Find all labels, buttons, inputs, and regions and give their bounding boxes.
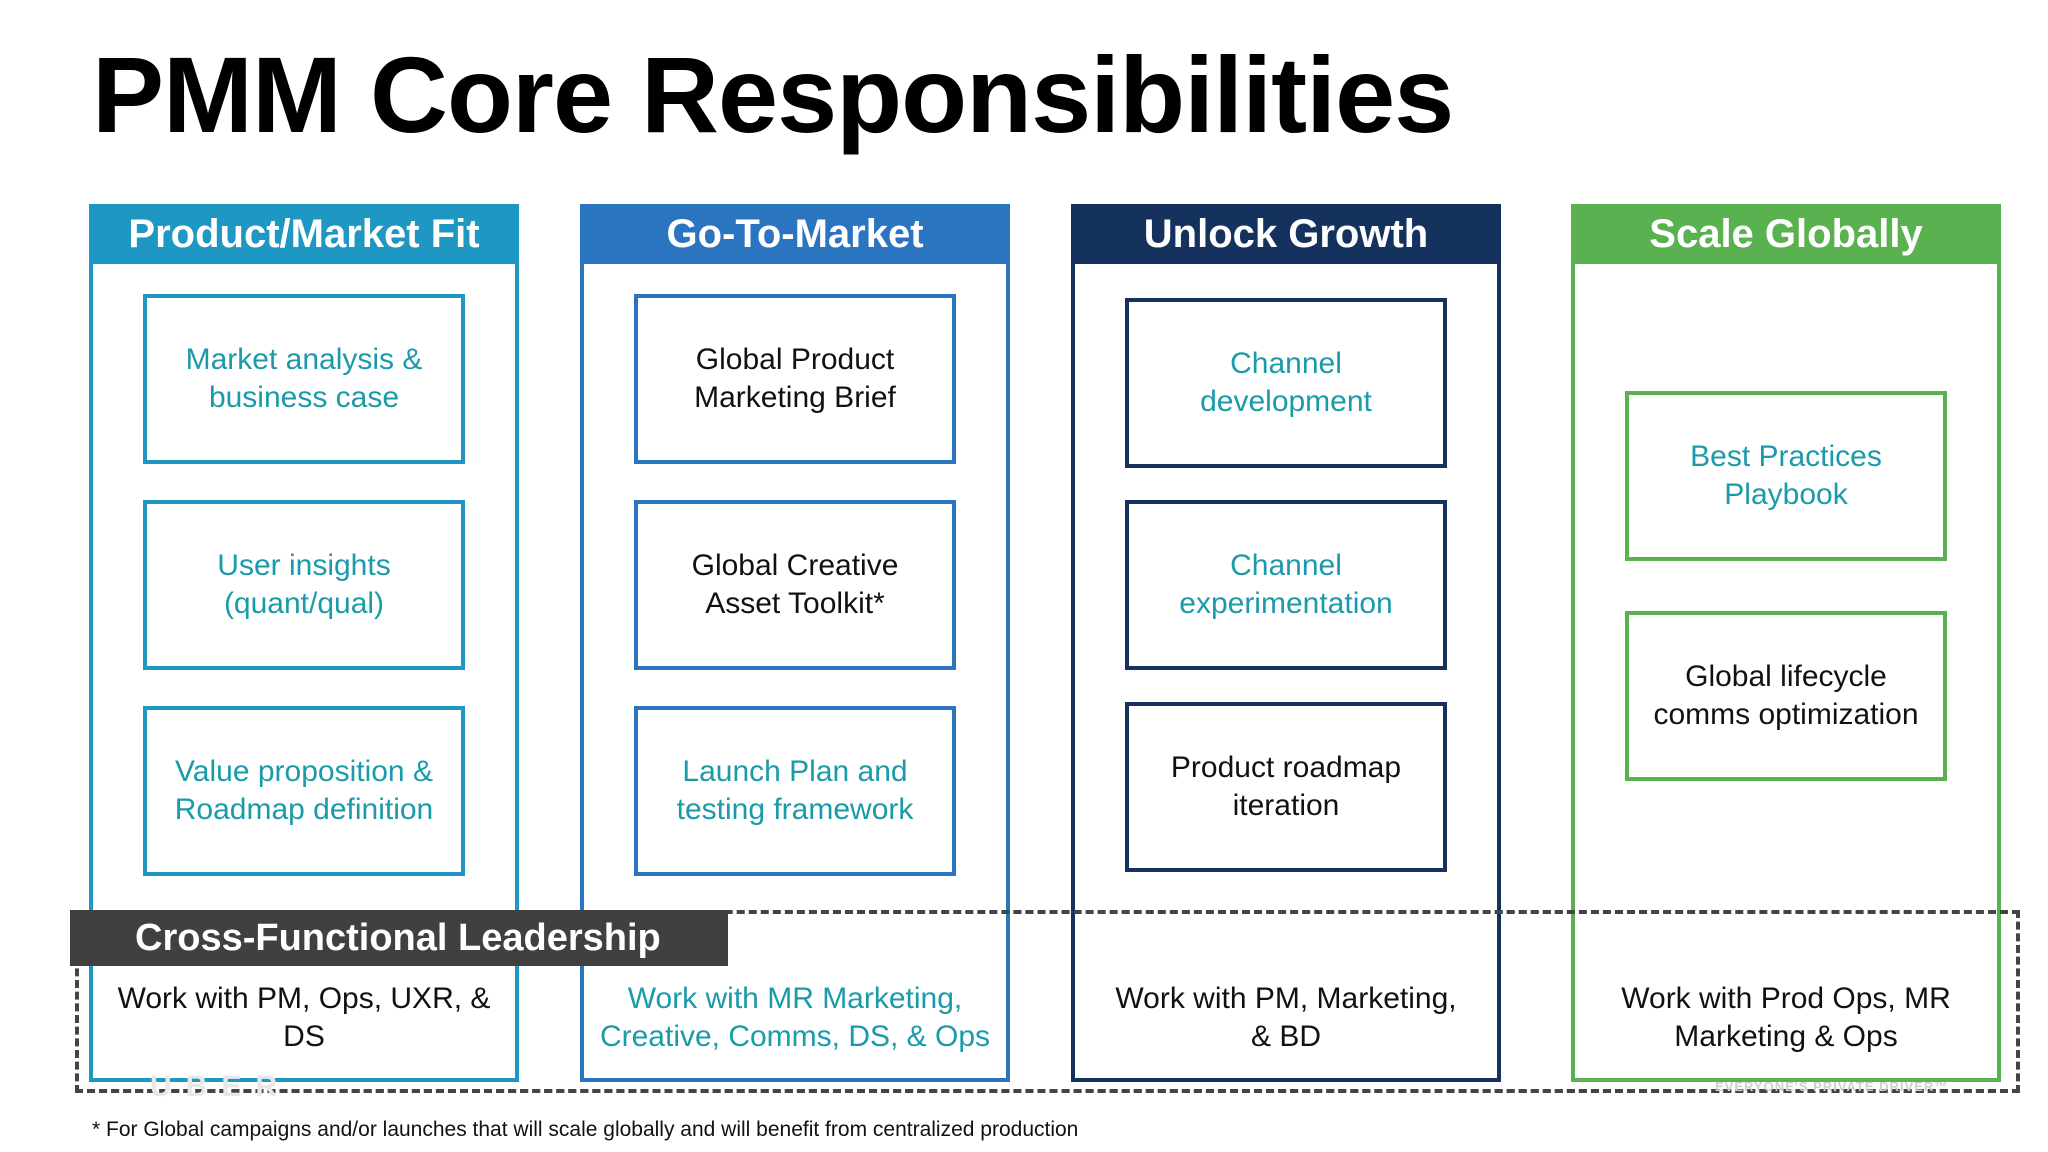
cross-functional-bottom-border	[75, 1089, 2020, 1093]
column-footer: Work with MR Marketing,Creative, Comms, …	[599, 982, 991, 1053]
responsibility-box: User insights(quant/qual)	[143, 500, 465, 670]
column-header: Scale Globally	[1571, 204, 2001, 264]
footnote: * For Global campaigns and/or launches t…	[92, 1118, 1079, 1141]
watermark-right: EVERYONE'S PRIVATE DRIVER™	[1715, 1079, 1949, 1094]
column-header: Unlock Growth	[1071, 204, 1501, 264]
column-header: Go-To-Market	[580, 204, 1010, 264]
column-footer: Work with PM, Marketing,& BD	[1115, 982, 1457, 1053]
column-footer: Work with PM, Ops, UXR, &DS	[117, 982, 491, 1053]
responsibility-box: Market analysis &business case	[143, 294, 465, 464]
cross-functional-top-border	[75, 910, 2020, 914]
cross-functional-label: Cross-Functional Leadership	[70, 910, 728, 966]
page-title: PMM Core Responsibilities	[92, 34, 1454, 155]
responsibility-box: Value proposition &Roadmap definition	[143, 706, 465, 876]
column-header: Product/Market Fit	[89, 204, 519, 264]
watermark-left: UBER	[150, 1070, 292, 1103]
